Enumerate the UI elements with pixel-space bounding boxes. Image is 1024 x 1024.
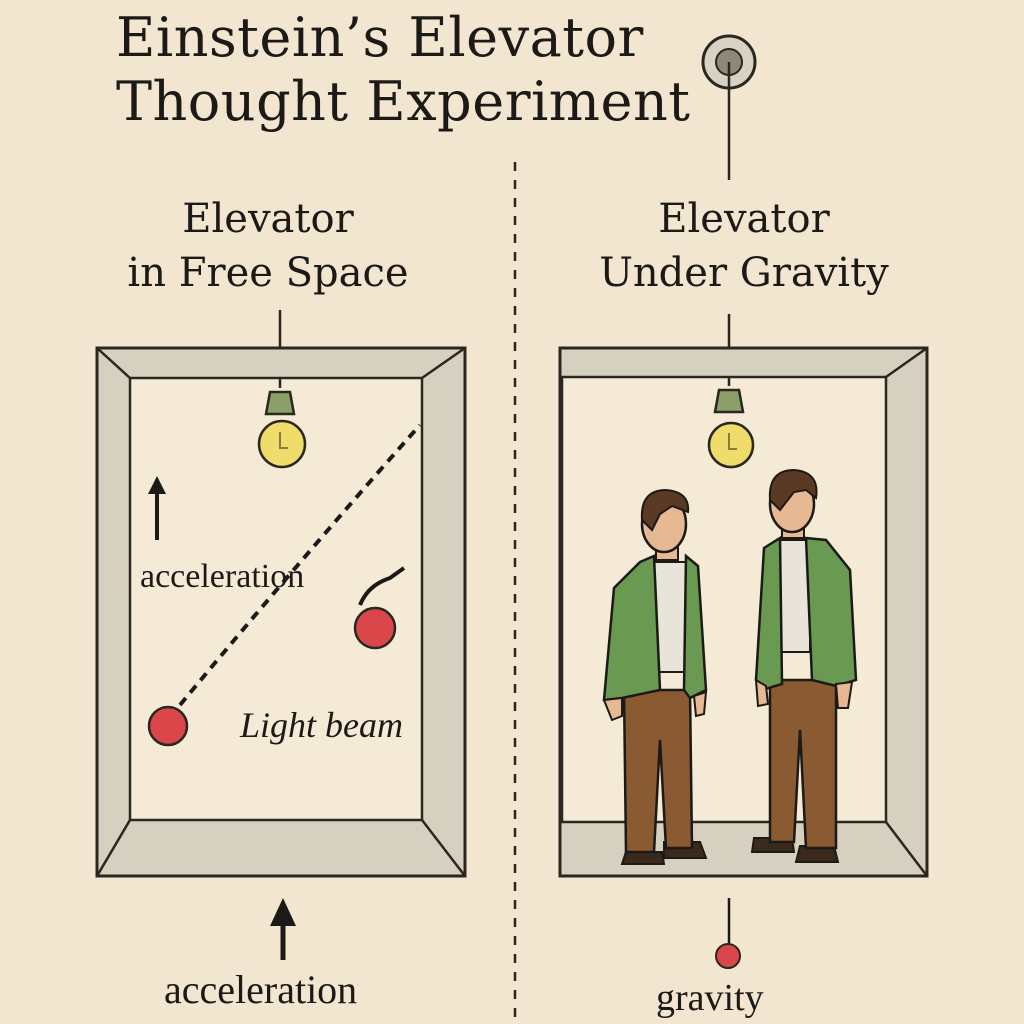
page-title: Einstein’s Elevator Thought Experiment: [116, 6, 690, 134]
left-panel-title-line-2: in Free Space: [127, 250, 409, 296]
light-beam-start-ball: [147, 705, 189, 747]
left-panel-title-line-1: Elevator: [182, 196, 354, 242]
right-panel-title-line-1: Elevator: [658, 196, 830, 242]
light-beam-label: Light beam: [240, 705, 404, 745]
right-panel-title: Elevator Under Gravity: [534, 192, 954, 300]
gravity-pendulum: [715, 898, 741, 969]
title-line-2: Thought Experiment: [116, 70, 691, 133]
falling-ball-trail: [358, 566, 406, 606]
person-right: [750, 468, 858, 863]
left-light-bulb-icon: [257, 378, 307, 469]
bottom-acceleration-label: acceleration: [164, 967, 358, 1012]
left-inner-up-arrow-icon: [148, 476, 166, 540]
inner-acceleration-label: acceleration: [140, 558, 305, 595]
title-line-1: Einstein’s Elevator: [116, 6, 644, 69]
right-panel-title-line-2: Under Gravity: [599, 250, 889, 296]
falling-ball: [353, 606, 397, 650]
right-light-bulb-icon: [707, 377, 755, 469]
left-panel-title: Elevator in Free Space: [58, 192, 478, 300]
left-bottom-up-arrow-icon: [270, 898, 296, 960]
light-beam-path: [178, 423, 422, 707]
person-left: [602, 488, 708, 865]
ceiling-hook: [701, 34, 757, 180]
gravity-label: gravity: [656, 977, 764, 1019]
